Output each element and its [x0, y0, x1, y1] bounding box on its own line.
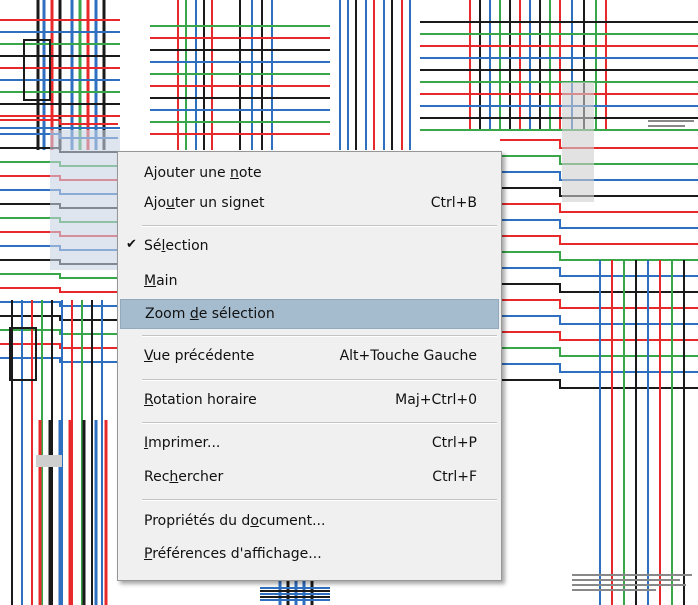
wire	[500, 219, 698, 229]
menu-item-rotate-clockwise[interactable]: Rotation horaire Maj+Ctrl+0	[120, 386, 499, 416]
menu-item-add-note[interactable]: Ajouter une note	[120, 159, 499, 189]
menu-item-shortcut: Alt+Touche Gauche	[339, 348, 477, 364]
menu-item-previous-view[interactable]: Vue précédente Alt+Touche Gauche	[120, 342, 499, 372]
menu-item-label: Sélection	[144, 238, 209, 254]
wire	[500, 171, 698, 181]
wire	[0, 357, 118, 363]
menu-item-label: Ajouter une note	[144, 165, 262, 181]
menu-item-label: Rotation horaire	[144, 392, 257, 408]
menu-item-label: Zoom de sélection	[145, 306, 275, 322]
menu-item-label: Propriétés du document...	[144, 513, 326, 529]
menu-item-print[interactable]: Imprimer... Ctrl+P	[120, 429, 499, 459]
wire	[0, 329, 118, 335]
wire	[500, 203, 698, 213]
wire	[500, 331, 698, 341]
menu-item-label: Main	[144, 273, 178, 289]
menu-item-label: Préférences d'affichage...	[144, 546, 322, 562]
context-menu: Ajouter une note Ajouter un signet Ctrl+…	[117, 151, 502, 581]
menu-item-display-preferences[interactable]: Préférences d'affichage...	[120, 540, 499, 570]
wire	[0, 287, 118, 293]
wire	[500, 299, 698, 309]
wire	[500, 155, 698, 165]
wire	[0, 273, 118, 279]
wire	[500, 363, 698, 373]
menu-item-label: Imprimer...	[144, 435, 221, 451]
wiring-diagram-boxes	[9, 39, 594, 467]
wire	[0, 315, 118, 321]
wire	[0, 119, 118, 125]
wire	[500, 267, 698, 277]
menu-separator	[142, 422, 497, 424]
menu-item-document-properties[interactable]: Propriétés du document...	[120, 507, 499, 537]
checkmark-icon: ✔	[126, 237, 137, 252]
wire	[500, 347, 698, 357]
menu-item-search[interactable]: Rechercher Ctrl+F	[120, 463, 499, 493]
wire	[500, 283, 698, 293]
wire	[500, 315, 698, 325]
menu-item-shortcut: Ctrl+B	[430, 195, 477, 211]
menu-item-add-bookmark[interactable]: Ajouter un signet Ctrl+B	[120, 189, 499, 219]
menu-item-shortcut: Maj+Ctrl+0	[395, 392, 477, 408]
menu-item-label: Rechercher	[144, 469, 224, 485]
diagram-note-block	[572, 574, 692, 602]
menu-separator	[142, 225, 497, 227]
menu-item-shortcut: Ctrl+F	[432, 469, 477, 485]
menu-item-hand[interactable]: Main	[120, 267, 499, 297]
wire	[0, 343, 118, 349]
diagram-note-block-top	[648, 120, 694, 134]
wire	[0, 301, 118, 307]
menu-separator	[142, 379, 497, 381]
wire	[500, 187, 698, 197]
menu-separator	[142, 335, 497, 337]
menu-item-selection[interactable]: ✔ Sélection	[120, 232, 499, 262]
menu-item-zoom-selection[interactable]: Zoom de sélection	[120, 299, 499, 329]
menu-item-label: Vue précédente	[144, 348, 255, 364]
wire	[500, 379, 698, 389]
wire	[500, 139, 698, 149]
menu-separator	[142, 499, 497, 501]
menu-item-label: Ajouter un signet	[144, 195, 265, 211]
menu-item-shortcut: Ctrl+P	[431, 435, 477, 451]
wire	[500, 235, 698, 245]
wire	[500, 251, 698, 261]
